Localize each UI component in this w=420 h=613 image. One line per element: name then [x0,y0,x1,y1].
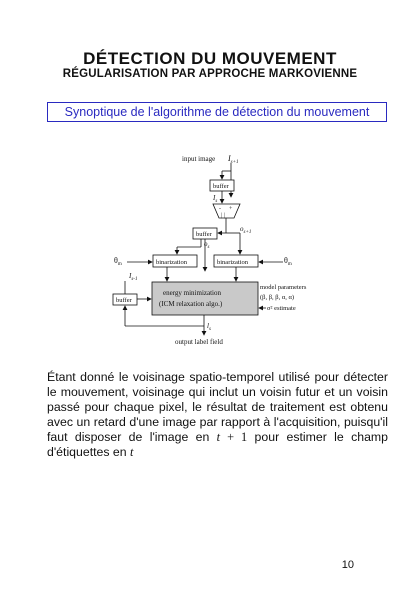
model-line-2: (β, β, β, α, α) [260,294,294,301]
ls-symbol: ls [207,322,211,332]
plus-sign: + [229,206,233,212]
input-symbol: Is+1 [227,154,239,165]
os1-symbol: os+1 [240,225,251,235]
math-plus-one: + 1 [220,430,248,444]
binarization-box-left [152,254,198,268]
i1-symbol: Is-1 [128,272,137,282]
math-t1: t [216,430,221,444]
page-number: 10 [341,559,354,571]
paragraph-text: Étant donné le voisinage spatio-temporel… [47,370,388,444]
slide-title: DÉTECTION DU MOUVEMENT [83,49,337,68]
os-symbol: os [204,240,210,250]
binarization-label-right: binarization [217,259,249,266]
output-label: output label field [175,338,223,346]
input-image-label: input image [182,155,215,163]
boxed-heading: Synoptique de l'algorithme de détection … [47,102,387,122]
buffer-label-3: buffer [116,297,133,304]
slide-subtitle: RÉGULARISATION PAR APPROCHE MARKOVIENNE [62,68,358,80]
math-t2: t [130,445,134,459]
theta-right: θm [284,256,292,267]
paragraph-middle: pour estimer le champ d'étiquettes en [47,430,389,459]
energy-box [151,281,259,316]
energy-line-1: energy minimization [163,289,221,297]
body-paragraph: Étant donné le voisinage spatio-temporel… [47,370,388,460]
buffer-label-1: buffer [213,183,230,190]
energy-line-2: (ICM relaxation algo.) [159,300,223,308]
sigma-label: σ² estimate [267,305,296,312]
binarization-label-left: binarization [156,259,188,266]
difference-block [212,203,241,219]
model-line-1: model parameters [260,284,307,291]
buffer-label-2: buffer [196,231,213,238]
abs-sign: | | [221,213,225,219]
theta-left: θm [114,256,122,267]
minus-sign: - [219,206,221,212]
algorithm-diagram: input image Is+1 buffer Is - + | | os+1 … [112,154,307,346]
is-symbol: Is [212,194,217,204]
